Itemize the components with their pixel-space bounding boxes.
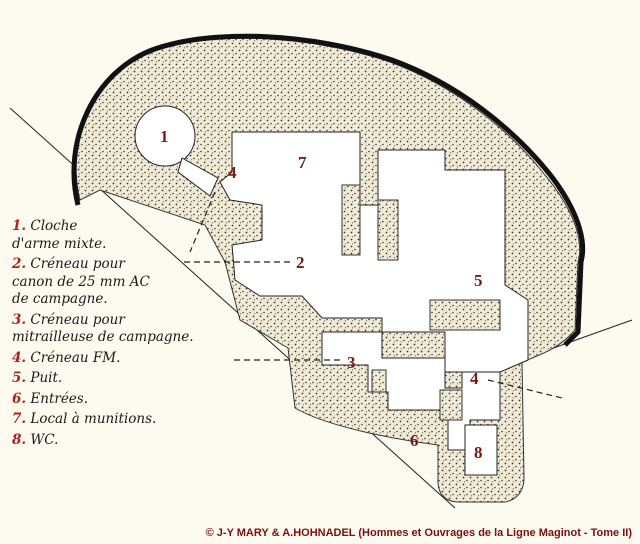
legend-number: 7.: [12, 411, 27, 427]
copyright-credit: © J-Y MARY & A.HOHNADEL (Hommes et Ouvra…: [205, 527, 632, 539]
legend-text: Créneau FM.: [30, 349, 121, 366]
legend-item: 2. Créneau pour canon de 25 mm AC de cam…: [12, 256, 222, 309]
legend-number: 1.: [12, 218, 27, 234]
legend-text: Créneau pour mitrailleuse de campagne.: [12, 311, 194, 346]
label-wc: 8: [474, 443, 483, 462]
legend-item: 4. Créneau FM.: [12, 350, 222, 368]
label-puit: 5: [474, 271, 483, 290]
legend-text: Entrées.: [30, 390, 89, 407]
label-cloche: 1: [160, 127, 169, 146]
legend-number: 6.: [12, 390, 27, 407]
legend-text: WC.: [30, 431, 59, 448]
legend-item: 7. Local à munitions.: [12, 411, 222, 429]
embrasure-line-4-left: [189, 191, 216, 253]
legend-item: 8. WC.: [12, 432, 222, 450]
earth-cover: [71, 33, 586, 347]
legend-text: Local à munitions.: [30, 411, 157, 427]
label-creneau-fm-left: 4: [228, 163, 237, 182]
label-creneau-fm-right: 4: [470, 369, 479, 388]
label-creneau-mitrailleuse: 3: [347, 353, 356, 372]
legend-item: 1. Cloche d'arme mixte.: [12, 218, 222, 253]
legend-number: 3.: [12, 311, 27, 328]
legend-number: 4.: [12, 349, 27, 366]
fm-passage-left: [177, 157, 219, 197]
legend-item: 5. Puit.: [12, 370, 222, 388]
legend: 1. Cloche d'arme mixte.2. Créneau pour c…: [12, 218, 222, 452]
legend-text: Créneau pour canon de 25 mm AC de campag…: [12, 256, 150, 307]
legend-text: Puit.: [30, 370, 63, 386]
label-local-munitions: 7: [298, 153, 307, 172]
cloche-room: [134, 105, 196, 167]
legend-number: 5.: [12, 370, 27, 386]
legend-text: Cloche d'arme mixte.: [12, 218, 107, 252]
legend-number: 8.: [12, 431, 27, 448]
legend-item: 6. Entrées.: [12, 391, 222, 409]
label-entrees: 6: [410, 431, 419, 450]
label-creneau-25mm: 2: [296, 253, 305, 272]
embrasure-line-4-right: [487, 379, 563, 399]
legend-number: 2.: [12, 256, 27, 272]
legend-item: 3. Créneau pour mitrailleuse de campagne…: [12, 312, 222, 347]
inner-pillars: [341, 184, 501, 421]
wc-room: [464, 424, 498, 476]
